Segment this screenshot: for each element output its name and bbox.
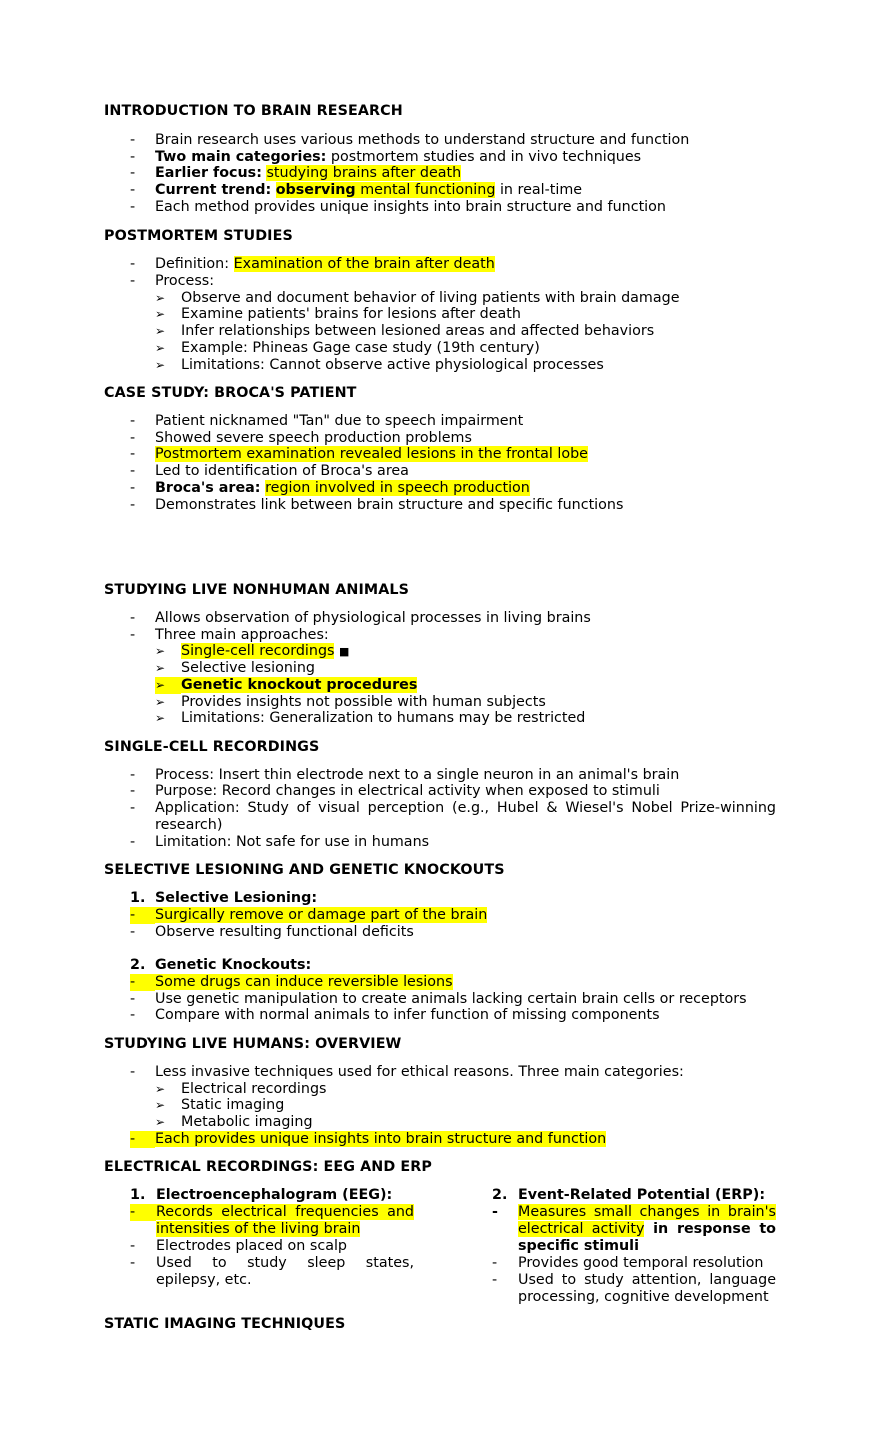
dash-bullet: -: [130, 1204, 156, 1221]
arrow-bullet-icon: ➢: [155, 307, 166, 321]
highlight: Examination of the brain after death: [233, 256, 495, 272]
dash-bullet: -: [130, 800, 136, 816]
arrow-bullet-icon: ➢: [155, 291, 166, 305]
bold-dash-bullet: -: [492, 1204, 498, 1220]
dash-bullet: -: [130, 924, 136, 940]
dash-bullet: -: [130, 480, 136, 496]
arrow-bullet-icon: ➢: [155, 324, 166, 338]
arrow-bullet-icon: ➢: [155, 644, 166, 658]
dash-bullet: -: [130, 1131, 155, 1148]
dash-bullet: -: [130, 413, 136, 429]
highlight: Some drugs can induce reversible lesions: [155, 974, 453, 990]
arrow-bullet-icon: ➢: [155, 1115, 166, 1129]
section-heading-postmortem: POSTMORTEM STUDIES: [104, 228, 293, 244]
dash-bullet: -: [130, 1238, 136, 1254]
dash-bullet: -: [130, 767, 136, 783]
highlight: Postmortem examination revealed lesions …: [155, 446, 588, 462]
highlight: Single-cell recordings: [181, 643, 335, 659]
dash-bullet: -: [130, 907, 155, 924]
dash-bullet: -: [130, 149, 136, 165]
highlight: region involved in speech production: [265, 480, 530, 496]
dash-bullet: -: [130, 273, 136, 289]
highlight: observing mental functioning: [275, 182, 496, 198]
square-marker-icon: ■: [339, 645, 350, 658]
dash-bullet: -: [130, 974, 155, 991]
highlight: studying brains after death: [266, 165, 462, 181]
dash-bullet: -: [130, 256, 136, 272]
dash-bullet: -: [130, 783, 136, 799]
section-heading-nonhuman: STUDYING LIVE NONHUMAN ANIMALS: [104, 582, 410, 598]
arrow-bullet-icon: ➢: [155, 661, 166, 675]
arrow-bullet-icon: ➢: [155, 677, 181, 694]
dash-bullet: -: [130, 430, 136, 446]
dash-bullet: -: [130, 182, 136, 198]
arrow-bullet-icon: ➢: [155, 358, 166, 372]
dash-bullet: -: [130, 1255, 136, 1271]
highlight: Genetic knockout procedures: [181, 677, 418, 693]
dash-bullet: -: [492, 1272, 498, 1288]
dash-bullet: -: [130, 199, 136, 215]
dash-bullet: -: [492, 1255, 498, 1271]
arrow-bullet-icon: ➢: [155, 1082, 166, 1096]
arrow-bullet-icon: ➢: [155, 711, 166, 725]
dash-bullet: -: [130, 1064, 136, 1080]
highlight: Records electrical frequencies and inten…: [156, 1204, 414, 1237]
dash-bullet: -: [130, 446, 136, 462]
dash-bullet: -: [130, 610, 136, 626]
highlight: Each provides unique insights into brain…: [155, 1131, 607, 1147]
dash-bullet: -: [130, 132, 136, 148]
arrow-bullet-icon: ➢: [155, 695, 166, 709]
dash-bullet: -: [130, 1007, 136, 1023]
arrow-bullet-icon: ➢: [155, 341, 166, 355]
dash-bullet: -: [130, 165, 136, 181]
arrow-bullet-icon: ➢: [155, 1098, 166, 1112]
section-heading-single-cell: SINGLE-CELL RECORDINGS: [104, 739, 320, 755]
section-heading-lesioning: SELECTIVE LESIONING AND GENETIC KNOCKOUT…: [104, 862, 505, 878]
dash-bullet: -: [130, 991, 136, 1007]
section-heading-broca: CASE STUDY: BROCA'S PATIENT: [104, 385, 357, 401]
highlight: Surgically remove or damage part of the …: [155, 907, 488, 923]
dash-bullet: -: [130, 834, 136, 850]
section-heading-live-humans: STUDYING LIVE HUMANS: OVERVIEW: [104, 1036, 402, 1052]
dash-bullet: -: [130, 463, 136, 479]
section-heading-static-imaging: STATIC IMAGING TECHNIQUES: [104, 1316, 346, 1332]
section-heading-intro: INTRODUCTION TO BRAIN RESEARCH: [104, 103, 403, 119]
dash-bullet: -: [130, 627, 136, 643]
section-heading-electrical: ELECTRICAL RECORDINGS: EEG AND ERP: [104, 1159, 432, 1175]
dash-bullet: -: [130, 497, 136, 513]
